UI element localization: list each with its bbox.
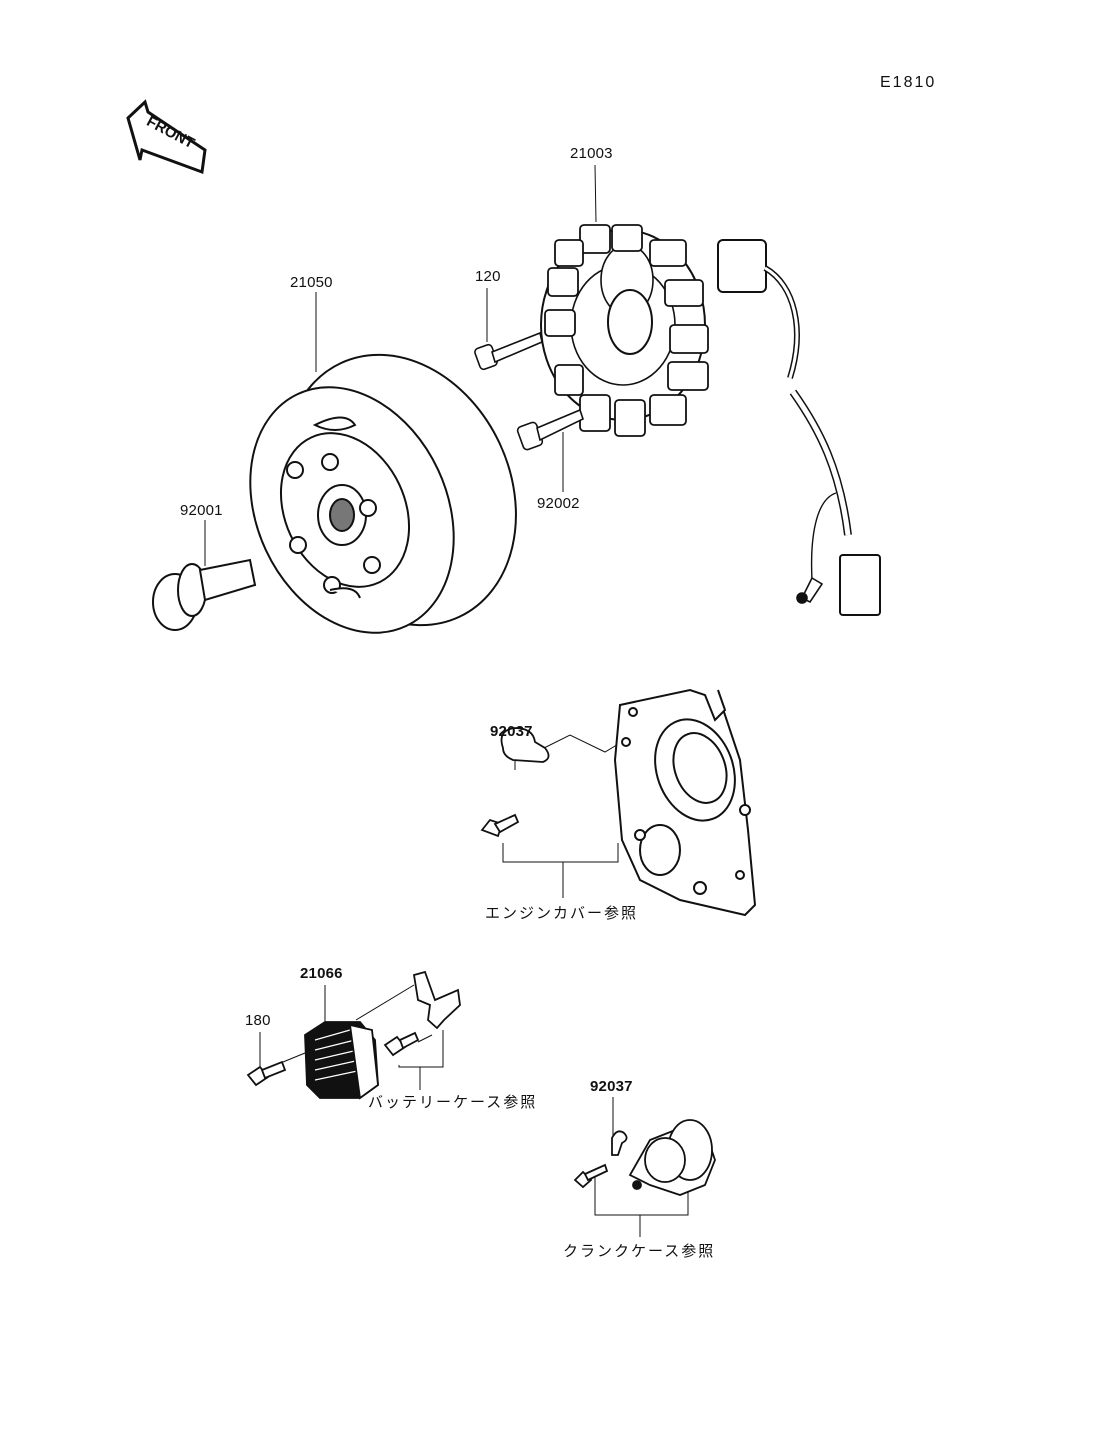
regulator-21066	[246, 970, 461, 1100]
part-label-21066[interactable]: 21066	[300, 965, 343, 982]
rotor-21050	[249, 353, 517, 634]
part-label-92037-lower[interactable]: 92037	[590, 1078, 633, 1095]
reference-engine-cover: エンジンカバー参照	[485, 905, 639, 922]
stator-21003	[540, 224, 881, 616]
bolt-92002	[516, 408, 584, 451]
part-label-92001[interactable]: 92001	[180, 502, 223, 519]
front-arrow-icon: FRONT	[126, 99, 207, 175]
engine-cover	[613, 688, 757, 917]
diagram-id: E1810	[880, 74, 937, 91]
part-label-120[interactable]: 120	[475, 268, 501, 285]
bolt-92001	[152, 558, 257, 631]
clamp-92037-upper	[480, 727, 550, 838]
reference-crankcase: クランクケース参照	[563, 1243, 716, 1260]
part-label-21050[interactable]: 21050	[290, 274, 333, 291]
part-label-92037-upper[interactable]: 92037	[490, 723, 533, 740]
part-label-21003[interactable]: 21003	[570, 145, 613, 162]
bolt-120	[474, 331, 543, 371]
part-label-180[interactable]: 180	[245, 1012, 271, 1029]
leader-lines	[204, 164, 689, 1237]
reference-battery-case: バッテリーケース参照	[368, 1094, 538, 1111]
part-label-92002[interactable]: 92002	[537, 495, 580, 512]
crankcase-part	[573, 1119, 716, 1196]
